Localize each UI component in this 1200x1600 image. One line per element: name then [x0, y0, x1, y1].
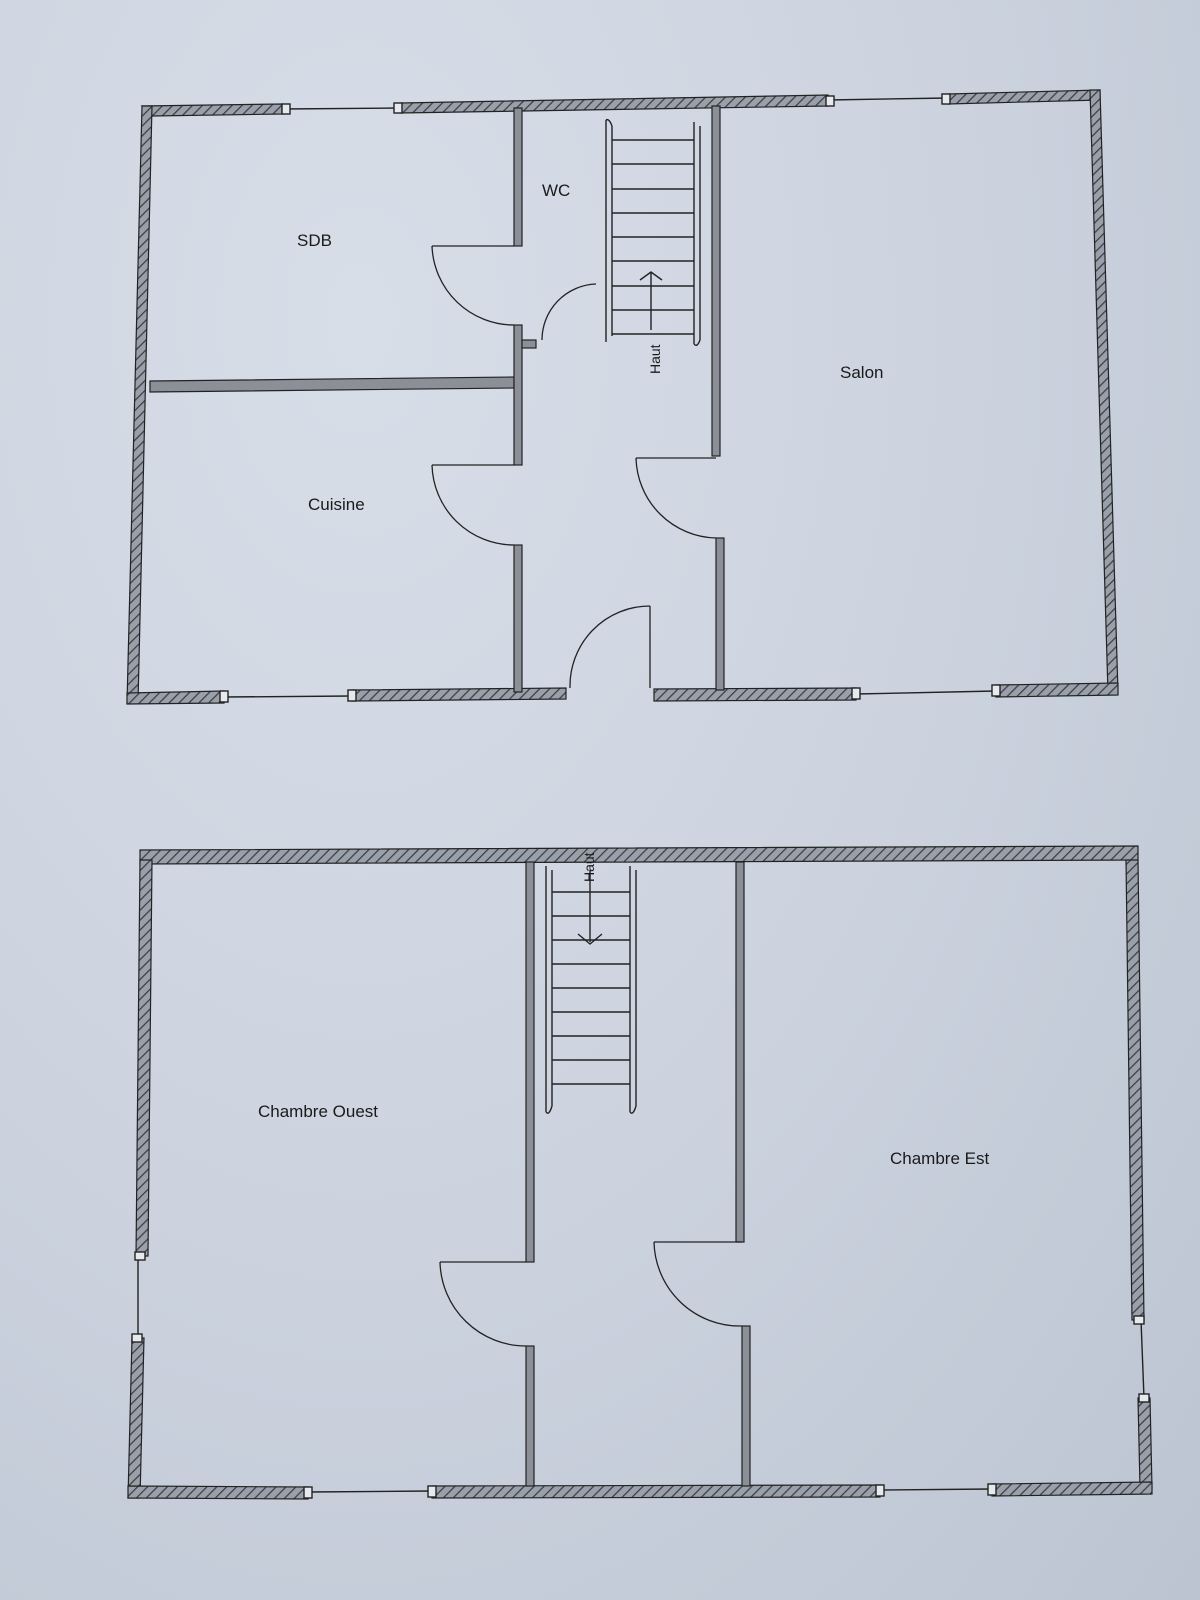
ground-floor-staircase: [605, 118, 701, 347]
room-label-salon: Salon: [840, 363, 883, 382]
wc-wall-stub: [521, 339, 537, 349]
ground-floor-windows: [219, 93, 1001, 703]
wall-salon-left-lower: [715, 537, 725, 691]
wall-top: [139, 845, 1139, 865]
wall-bottom-right: [991, 1481, 1153, 1497]
wall-left-upper: [135, 859, 153, 1257]
stair-label-upper: Haut: [581, 852, 597, 882]
upper-floor-interior-walls: [525, 861, 751, 1487]
wall-west-bedroom-lower: [525, 1345, 535, 1487]
room-label-cuisine: Cuisine: [308, 495, 365, 514]
wall-wc-left-lower: [513, 324, 523, 466]
wall-bottom-left: [127, 1485, 309, 1500]
wall-salon-left-upper: [711, 105, 721, 457]
ground-floor-exterior-walls: [126, 89, 1119, 705]
ground-floor-plan: SDB WC Salon Cuisine Haut: [126, 89, 1119, 705]
room-label-wc: WC: [542, 181, 570, 200]
wall-west-bedroom-upper: [525, 861, 535, 1263]
ground-floor-interior-walls: [149, 105, 725, 693]
wall-east-bedroom-lower: [741, 1325, 751, 1487]
wall-right-lower: [1137, 1397, 1153, 1489]
wall-left-lower: [127, 1337, 145, 1499]
wall-top-right: [947, 89, 1101, 105]
wall-bottom-left: [126, 690, 225, 705]
upper-floor-plan: Chambre Ouest Chambre Est Haut: [127, 845, 1153, 1500]
upper-floor-exterior-walls: [127, 845, 1153, 1500]
wall-left: [126, 105, 153, 704]
wall-bottom-far-right: [995, 682, 1119, 698]
wall-right: [1089, 89, 1119, 694]
room-label-chambre-est: Chambre Est: [890, 1149, 989, 1168]
wall-sdb-kitchen: [149, 376, 515, 393]
wall-top-middle: [399, 94, 829, 114]
wall-top-left: [140, 103, 283, 117]
upper-floor-windows: [131, 1251, 1150, 1499]
room-label-chambre-ouest: Chambre Ouest: [258, 1102, 378, 1121]
upper-floor-doors: [439, 1241, 743, 1347]
stair-label-ground: Haut: [647, 344, 663, 374]
wall-hall-left-lower: [513, 544, 523, 693]
ground-floor-doors: [431, 245, 717, 689]
wall-east-bedroom-upper: [735, 861, 745, 1243]
wall-right-upper: [1125, 859, 1145, 1321]
upper-floor-staircase: [545, 866, 637, 1114]
wall-bottom-middle: [431, 1484, 881, 1499]
room-label-sdb: SDB: [297, 231, 332, 250]
wall-bottom-right: [653, 687, 857, 702]
wall-wc-left-upper: [513, 107, 523, 247]
wall-bottom-mid: [351, 687, 567, 702]
